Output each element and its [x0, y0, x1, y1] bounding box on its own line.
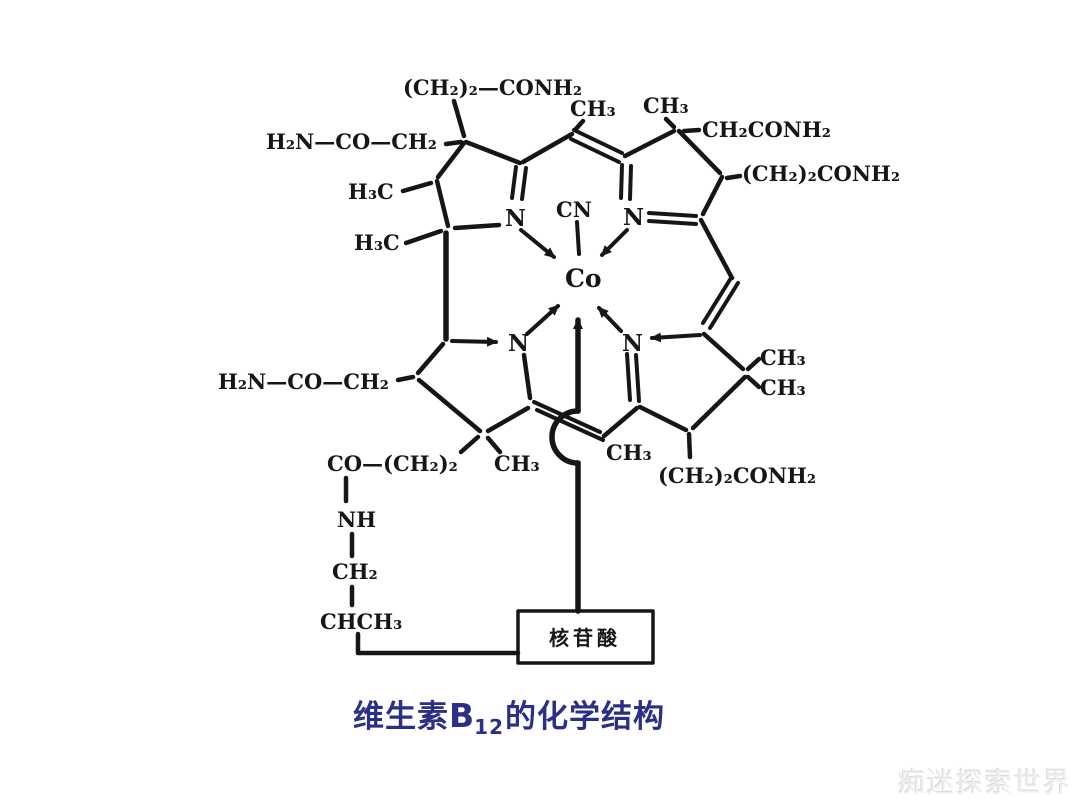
caption-subscript: 12: [474, 715, 504, 739]
nucleotide-box: [516, 609, 655, 665]
label-ring-a-amide: H₂N—CO—CH₂: [266, 129, 437, 154]
label-n-bottom-left: N: [508, 330, 529, 357]
label-cobalt: Co: [565, 264, 602, 293]
label-linker-chch3: CHCH₃: [320, 609, 402, 634]
label-ring-d-amide: H₂N—CO—CH₂: [218, 369, 389, 394]
label-n-top-right: N: [623, 204, 644, 231]
nucleotide-cobalt-arrow: [549, 317, 583, 614]
label-ring-a-methyl-lower: H₃C: [354, 230, 400, 255]
ring-b-bonds: [619, 116, 743, 226]
label-n-top-left: N: [505, 205, 526, 232]
linker-chain-bonds: [343, 475, 521, 656]
meso-top-bonds: [520, 118, 624, 165]
label-meso-top-methyl: CH₃: [570, 96, 616, 121]
caption-prefix: 维生素: [353, 699, 449, 735]
label-ring-d-chain: CO—(CH₂)₂: [327, 451, 458, 476]
ring-d-bonds: [395, 336, 533, 455]
cobalt-coordination-arrows: [519, 220, 629, 336]
label-ring-c-methyl-upper: CH₃: [760, 345, 806, 370]
label-ring-b-acetamide: CH₂CONH₂: [702, 117, 831, 142]
ring-a-bonds: [400, 98, 528, 246]
watermark: 痴迷探索世界: [898, 768, 1072, 799]
label-nucleotide: 核苷酸: [549, 626, 621, 650]
label-ring-c-propionamide: (CH₂)₂CONH₂: [658, 463, 816, 488]
label-cyano: CN: [556, 197, 592, 222]
label-meso-bottom-methyl: CH₃: [606, 440, 652, 465]
label-ring-c-methyl-lower: CH₃: [760, 375, 806, 400]
label-ring-b-methyl: CH₃: [643, 93, 689, 118]
meso-bottom-bonds: [532, 400, 640, 442]
label-ring-a-top-chain: (CH₂)₂—CONH₂: [403, 75, 582, 100]
label-ring-b-propionamide: (CH₂)₂CONH₂: [742, 161, 900, 186]
ring-c-bonds: [625, 331, 762, 460]
label-linker-nh: NH: [337, 507, 376, 532]
label-linker-ch2: CH₂: [332, 559, 378, 584]
label-ring-d-methyl: CH₃: [494, 451, 540, 476]
caption-suffix: 的化学结构: [505, 699, 665, 735]
label-n-bottom-right: N: [622, 330, 643, 357]
meso-right-bonds: [698, 217, 740, 330]
caption-title: 维生素B12的化学结构: [353, 691, 665, 739]
label-ring-a-methyl-upper: H₃C: [348, 179, 394, 204]
caption-b: B: [449, 696, 476, 735]
